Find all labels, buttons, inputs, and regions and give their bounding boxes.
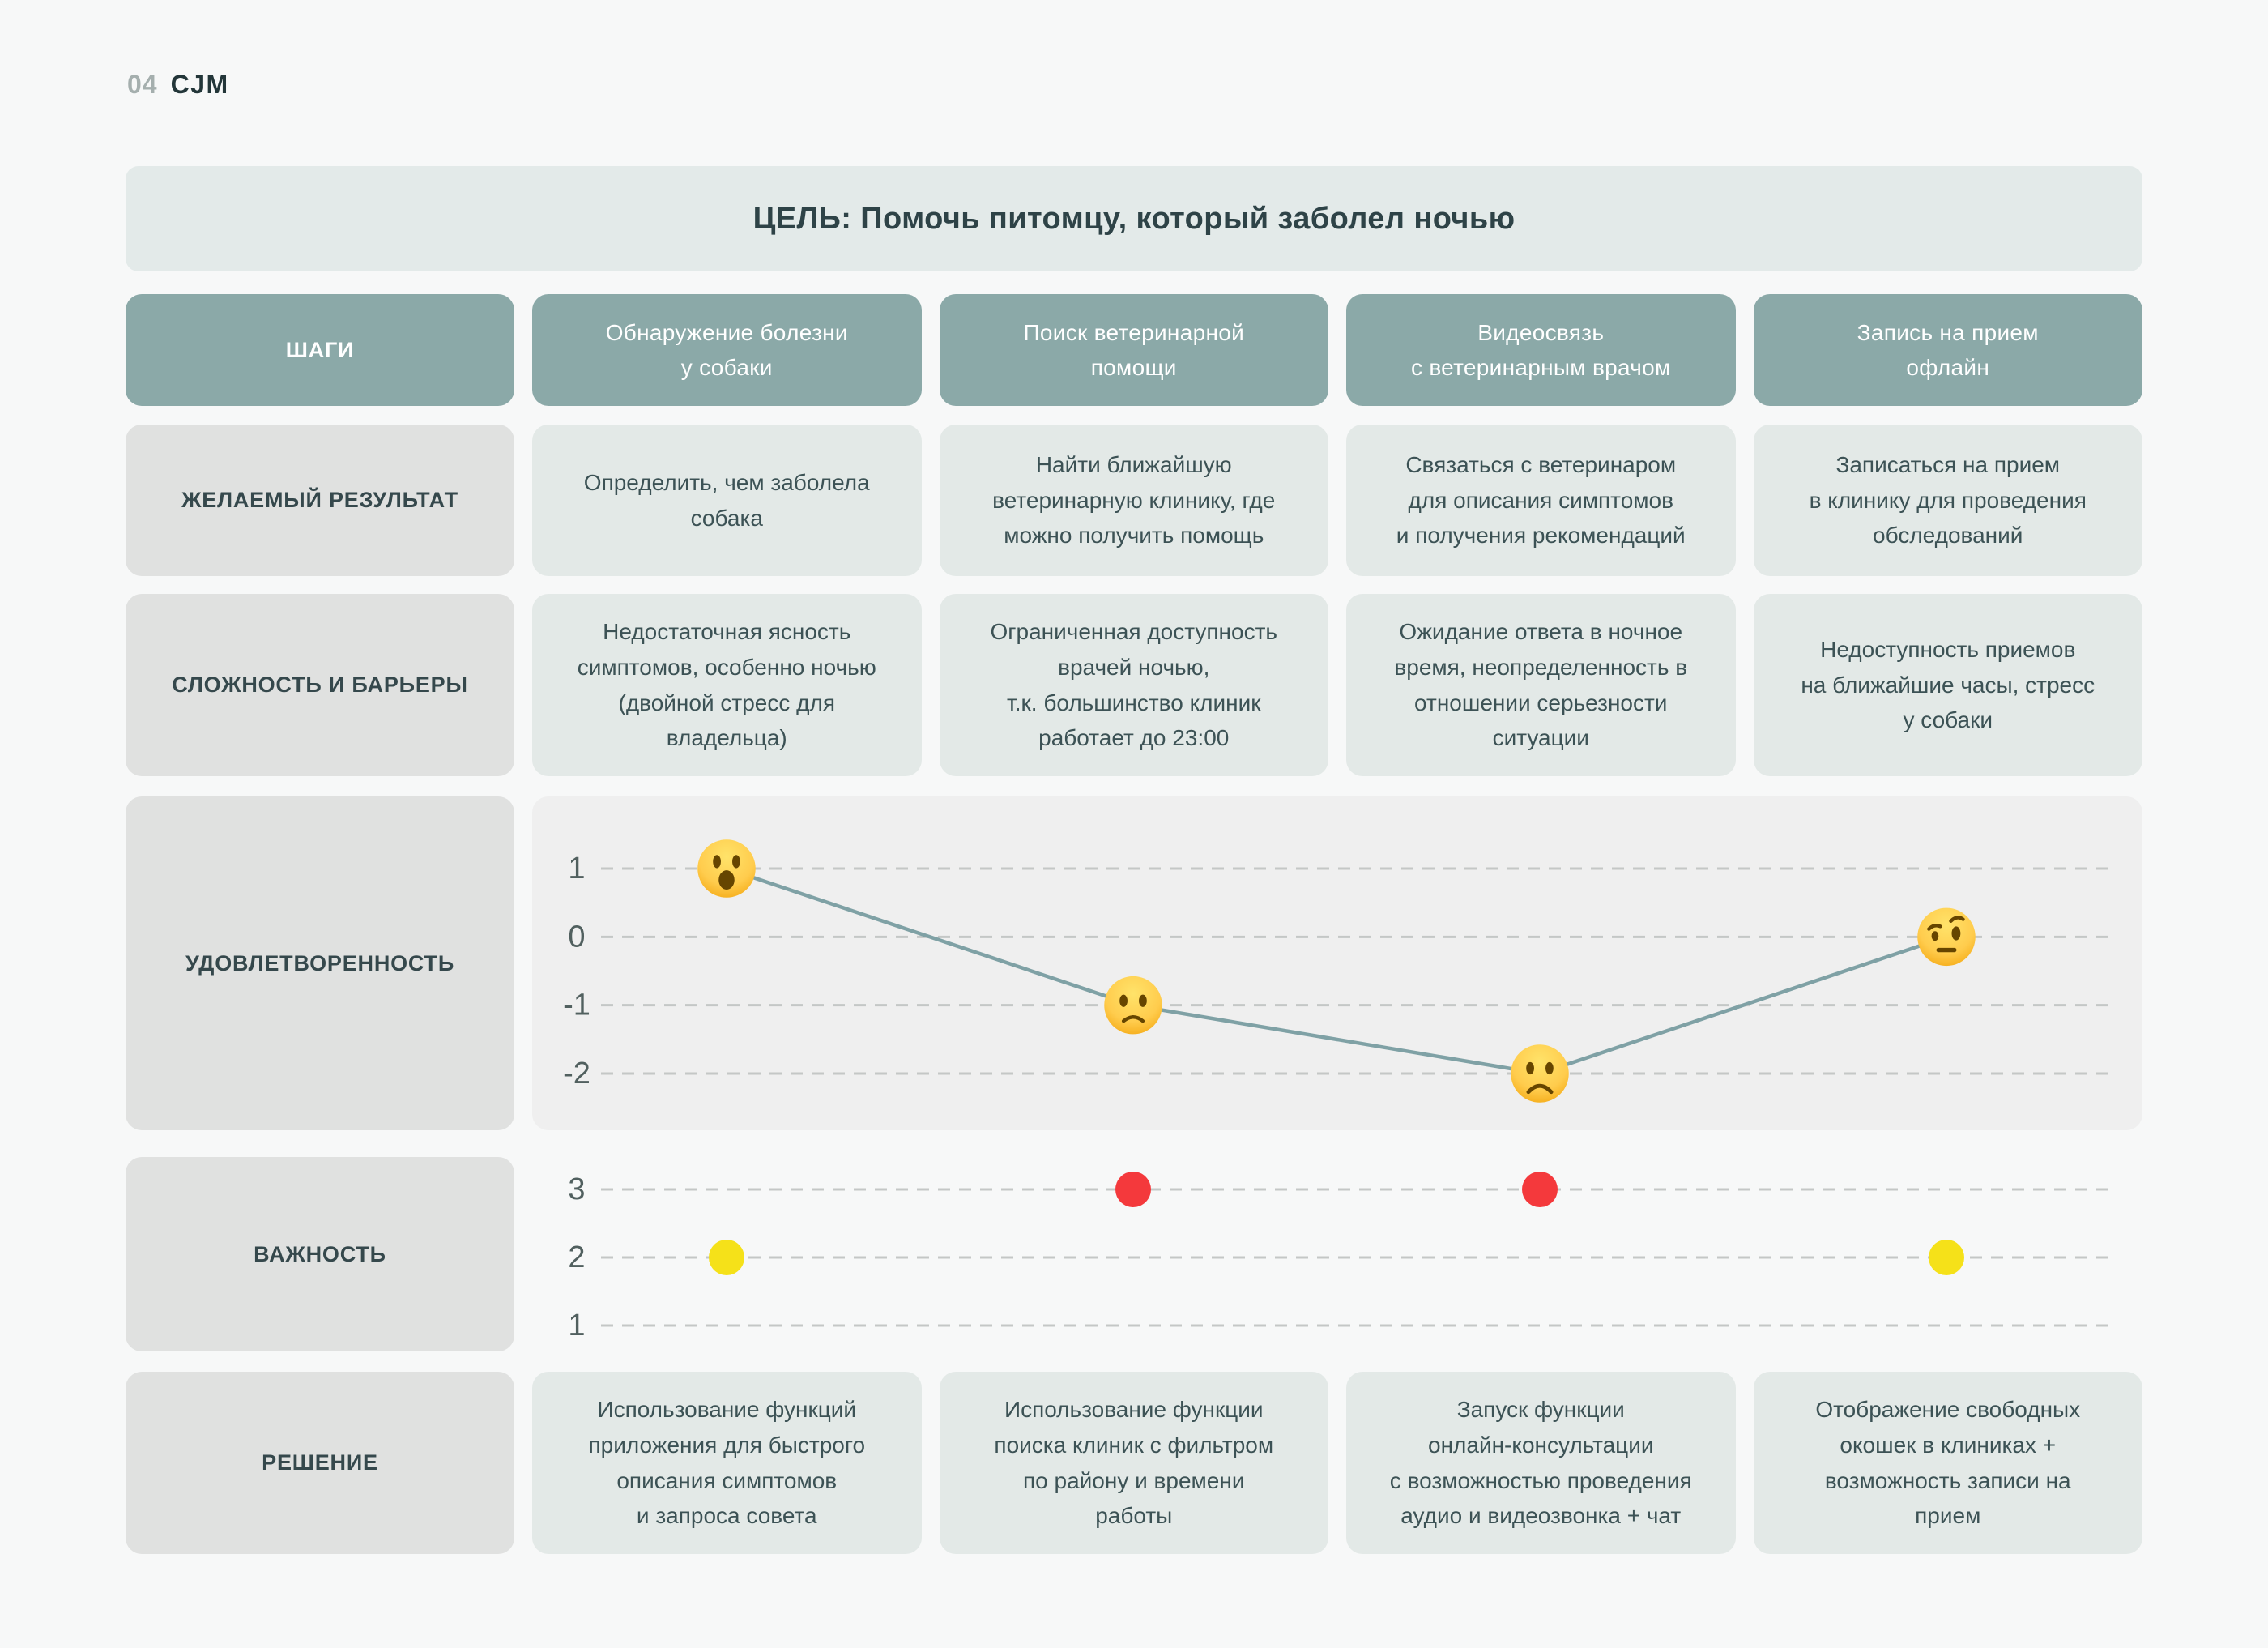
- step-cell-1: Обнаружение болезни у собаки: [532, 294, 922, 406]
- importance-row: ВАЖНОСТЬ 3 2 1: [126, 1157, 2142, 1351]
- face-with-open-mouth-emoji-icon: [697, 839, 756, 898]
- row-label-barriers: СЛОЖНОСТЬ И БАРЬЕРЫ: [126, 594, 514, 776]
- goal-text: ЦЕЛЬ: Помочь питомцу, который заболел но…: [752, 201, 1516, 236]
- y-tick-label: -2: [563, 1057, 590, 1091]
- step-cell-3: Видеосвязь с ветеринарным врачом: [1346, 294, 1736, 406]
- page-number: 04: [127, 70, 158, 99]
- barriers-cell-3: Ожидание ответа в ночное время, неопреде…: [1346, 594, 1736, 776]
- barriers-cell-1: Недостаточная ясность симптомов, особенн…: [532, 594, 922, 776]
- barriers-row: СЛОЖНОСТЬ И БАРЬЕРЫ Недостаточная ясност…: [126, 594, 2142, 776]
- desired-result-row: ЖЕЛАЕМЫЙ РЕЗУЛЬТАТ Определить, чем забол…: [126, 425, 2142, 576]
- row-label-importance: ВАЖНОСТЬ: [126, 1157, 514, 1351]
- solution-cell-4: Отображение свободных окошек в клиниках …: [1753, 1372, 2142, 1554]
- y-tick-label: 1: [568, 1309, 585, 1343]
- importance-dot: [1929, 1240, 1964, 1275]
- importance-dot: [1115, 1172, 1151, 1207]
- row-label-steps: ШАГИ: [126, 294, 514, 406]
- barriers-cell-4: Недоступность приемов на ближайшие часы,…: [1753, 594, 2142, 776]
- satisfaction-line: [726, 866, 1947, 1076]
- desired-result-cell-4: Записаться на прием в клинику для провед…: [1753, 425, 2142, 576]
- y-tick-label: 0: [568, 920, 585, 954]
- satisfaction-row: УДОВЛЕТВОРЕННОСТЬ 1 0 -1 -2: [126, 796, 2142, 1130]
- satisfaction-chart-panel: 1 0 -1 -2: [532, 796, 2142, 1130]
- solution-row: РЕШЕНИЕ Использование функций приложения…: [126, 1372, 2142, 1554]
- y-tick-label: 1: [568, 852, 585, 886]
- step-cell-2: Поиск ветеринарной помощи: [939, 294, 1328, 406]
- steps-row: ШАГИ Обнаружение болезни у собаки Поиск …: [126, 294, 2142, 406]
- solution-cell-2: Использование функции поиска клиник с фи…: [939, 1372, 1328, 1554]
- importance-chart-panel: 3 2 1: [532, 1157, 2142, 1351]
- satisfaction-chart: 1 0 -1 -2: [563, 839, 2112, 1130]
- desired-result-cell-2: Найти ближайшую ветеринарную клинику, гд…: [939, 425, 1328, 576]
- importance-dot: [709, 1240, 744, 1275]
- y-tick-label: 2: [568, 1240, 585, 1274]
- solution-cell-1: Использование функций приложения для быс…: [532, 1372, 922, 1554]
- desired-result-cell-3: Связаться с ветеринаром для описания сим…: [1346, 425, 1736, 576]
- face-with-raised-eyebrow-emoji-icon: [1917, 908, 1976, 967]
- importance-dot: [1522, 1172, 1558, 1207]
- y-tick-label: 3: [568, 1172, 585, 1206]
- step-cell-4: Запись на прием офлайн: [1753, 294, 2142, 406]
- desired-result-cell-1: Определить, чем заболела собака: [532, 425, 922, 576]
- frowning-face-emoji-icon: [1511, 1044, 1569, 1103]
- row-label-desired-result: ЖЕЛАЕМЫЙ РЕЗУЛЬТАТ: [126, 425, 514, 576]
- page-title: CJM: [170, 70, 229, 99]
- barriers-cell-2: Ограниченная доступность врачей ночью, т…: [939, 594, 1328, 776]
- goal-banner: ЦЕЛЬ: Помочь питомцу, который заболел но…: [126, 166, 2142, 271]
- solution-cell-3: Запуск функции онлайн-консультации с воз…: [1346, 1372, 1736, 1554]
- page-header: 04 CJM: [127, 70, 229, 99]
- importance-chart: 3 2 1: [568, 1172, 2112, 1343]
- slightly-frowning-face-emoji-icon: [1104, 976, 1162, 1035]
- row-label-solution: РЕШЕНИЕ: [126, 1372, 514, 1554]
- row-label-satisfaction: УДОВЛЕТВОРЕННОСТЬ: [126, 796, 514, 1130]
- y-tick-label: -1: [563, 988, 590, 1023]
